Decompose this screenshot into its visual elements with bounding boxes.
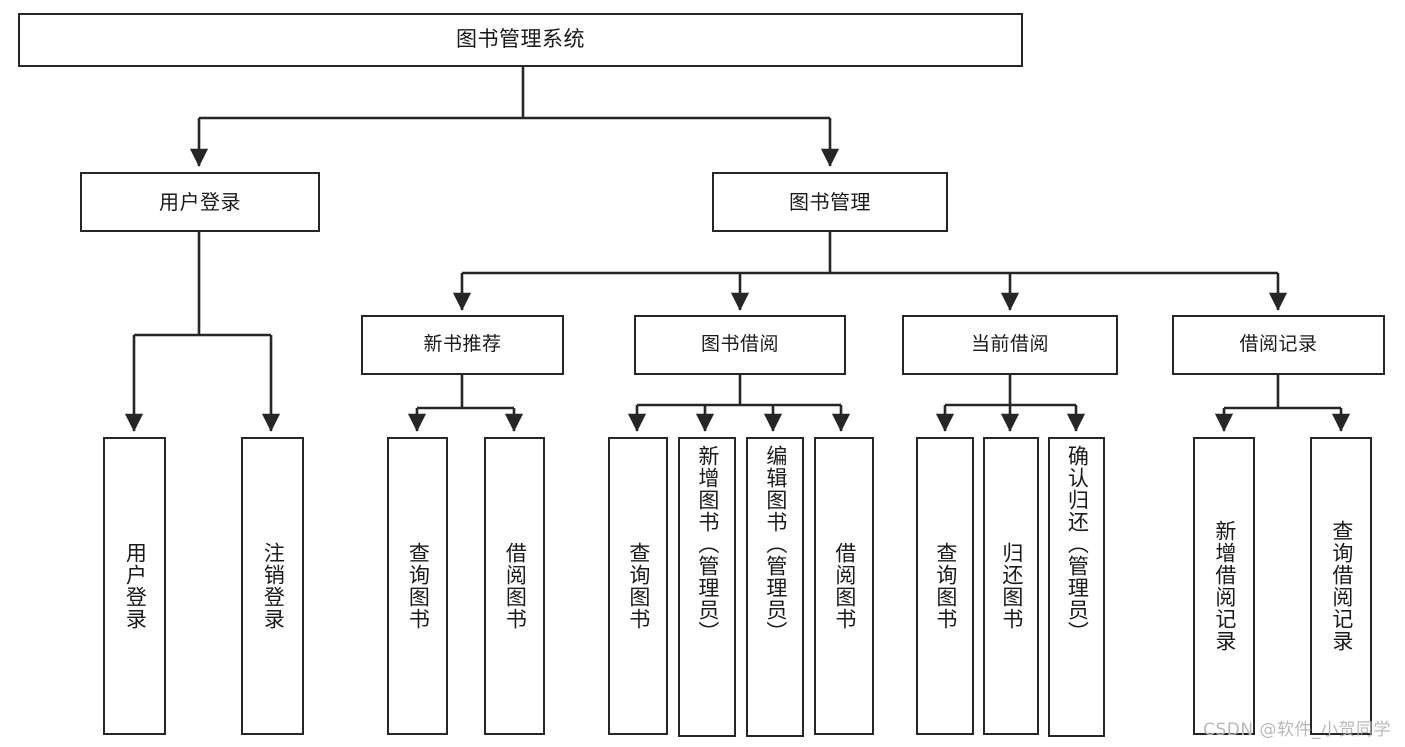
- leaf-label: 查询借阅记录: [1329, 520, 1354, 652]
- leaf-label: 查询图书: [933, 542, 958, 630]
- node-borrow-record[interactable]: 借阅记录: [1172, 315, 1385, 375]
- leaf-borrow-record-0[interactable]: 新增借阅记录: [1193, 437, 1255, 735]
- node-book-management[interactable]: 图书管理: [712, 172, 948, 232]
- leaf-label: 查询图书: [626, 542, 651, 630]
- leaf-book-borrow-0[interactable]: 查询图书: [608, 437, 668, 735]
- node-new-book-recommend[interactable]: 新书推荐: [361, 315, 564, 375]
- leaf-book-borrow-3[interactable]: 借阅图书: [814, 437, 874, 735]
- node-book-borrow[interactable]: 图书借阅: [634, 315, 846, 375]
- leaf-book-borrow-1[interactable]: 新增图书（管理员）: [678, 437, 736, 737]
- csdn-watermark: CSDN @软件_小贺同学: [1203, 720, 1391, 740]
- leaf-label: 借阅图书: [503, 542, 528, 630]
- leaf-label: 归还图书: [999, 542, 1024, 630]
- node-user-login[interactable]: 用户登录: [80, 172, 320, 232]
- leaf-label: 新增借阅记录: [1212, 520, 1237, 652]
- leaf-label: 注销登录: [261, 542, 286, 630]
- leaf-current-borrow-0[interactable]: 查询图书: [916, 437, 974, 735]
- leaf-label: 用户登录: [123, 542, 148, 630]
- node-root-system[interactable]: 图书管理系统: [18, 13, 1023, 67]
- leaf-label: 新增图书（管理员）: [695, 445, 720, 643]
- leaf-current-borrow-1[interactable]: 归还图书: [983, 437, 1039, 735]
- leaf-label: 借阅图书: [832, 542, 857, 630]
- leaf-book-borrow-2[interactable]: 编辑图书（管理员）: [746, 437, 804, 737]
- leaf-label: 编辑图书（管理员）: [763, 445, 788, 643]
- leaf-label: 查询图书: [406, 542, 431, 630]
- leaf-current-borrow-2[interactable]: 确认归还（管理员）: [1048, 437, 1105, 737]
- leaf-label: 确认归还（管理员）: [1065, 445, 1090, 643]
- leaf-borrow-record-1[interactable]: 查询借阅记录: [1310, 437, 1372, 735]
- leaf-user-login-0[interactable]: 用户登录: [103, 437, 166, 735]
- node-current-borrow[interactable]: 当前借阅: [902, 315, 1118, 375]
- leaf-user-login-1[interactable]: 注销登录: [241, 437, 304, 735]
- leaf-new-book-0[interactable]: 查询图书: [387, 437, 448, 735]
- leaf-new-book-1[interactable]: 借阅图书: [484, 437, 545, 735]
